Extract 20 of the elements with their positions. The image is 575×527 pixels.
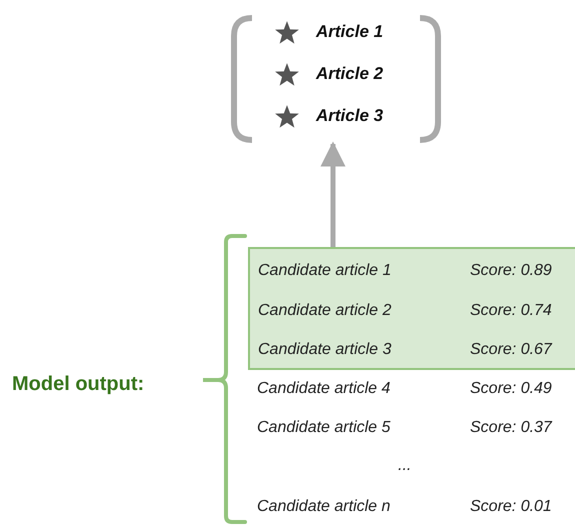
candidate-text: Candidate article n bbox=[257, 497, 390, 517]
candidate-text: Candidate article 4 bbox=[257, 379, 390, 399]
highlight-box bbox=[248, 247, 575, 370]
candidate-text: Candidate article 5 bbox=[257, 418, 390, 438]
score-text: Score: 0.01 bbox=[470, 497, 552, 517]
score-text: Score: 0.74 bbox=[470, 300, 552, 320]
score-text: Score: 0.67 bbox=[470, 340, 552, 360]
score-text: Score: 0.89 bbox=[470, 261, 552, 281]
section-label: Model output: bbox=[12, 372, 144, 396]
candidate-text: Candidate article 3 bbox=[258, 340, 392, 360]
arrow bbox=[320, 142, 346, 247]
bracketed-list bbox=[230, 14, 442, 144]
article-title: Article 1 bbox=[316, 22, 384, 42]
article-title: Article 2 bbox=[316, 64, 384, 84]
score-text: Score: 0.37 bbox=[470, 418, 552, 438]
ellipsis-text: ... bbox=[398, 456, 412, 476]
candidate-text: Candidate article 1 bbox=[258, 261, 392, 281]
score-text: Score: 0.49 bbox=[470, 379, 552, 399]
article-title: Article 3 bbox=[316, 106, 384, 126]
candidate-text: Candidate article 2 bbox=[258, 300, 392, 320]
